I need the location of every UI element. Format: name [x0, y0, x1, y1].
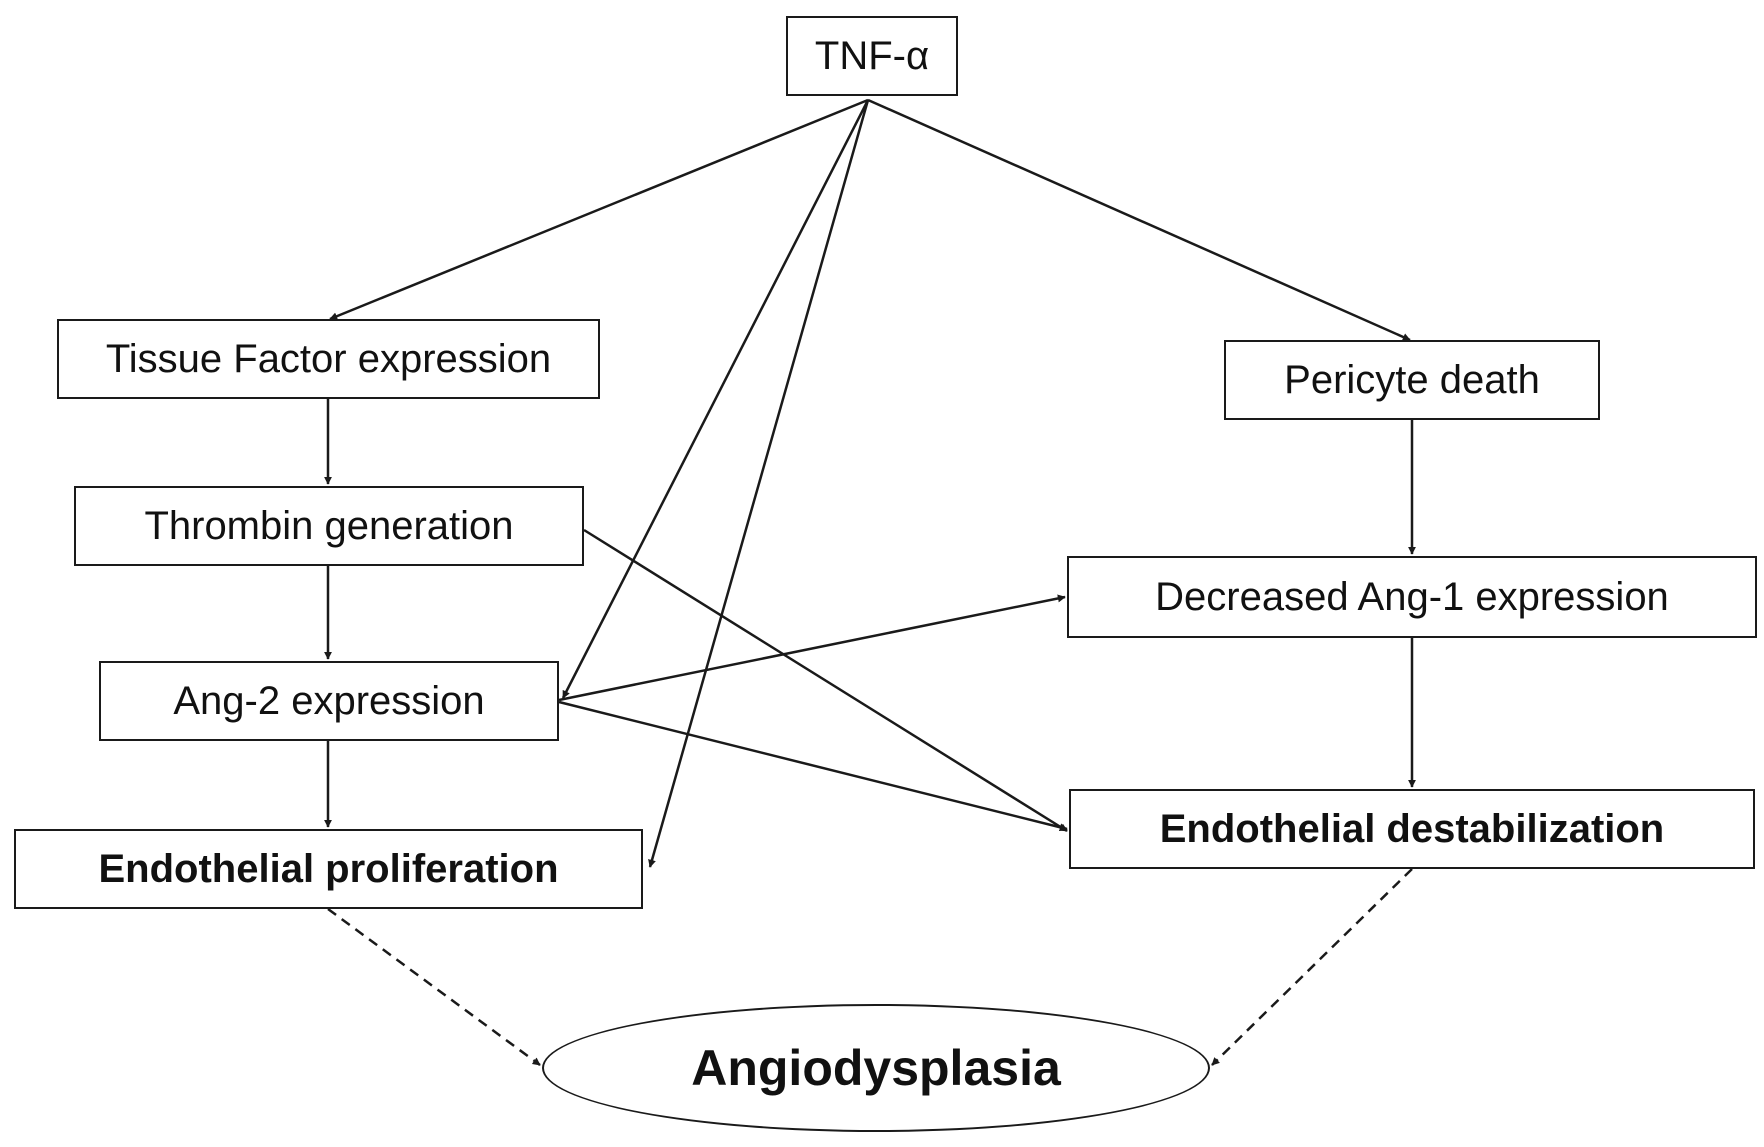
- node-tnf-alpha-label: TNF-α: [814, 33, 930, 78]
- node-pericyte-death: Pericyte death: [1224, 340, 1600, 420]
- node-tnf-alpha: TNF-α: [786, 16, 958, 96]
- node-endothelial-destabilization: Endothelial destabilization: [1069, 789, 1755, 869]
- node-endothelial-destabilization-label: Endothelial destabilization: [1159, 806, 1665, 851]
- edge-thrombin-to-endo-destab: [583, 528, 1068, 833]
- edge-endo-prolif-to-angiodysplasia: [327, 907, 541, 1067]
- node-angiodysplasia: Angiodysplasia: [542, 1004, 1210, 1132]
- node-decreased-ang1-expression: Decreased Ang-1 expression: [1067, 556, 1757, 638]
- node-ang2-expression-label: Ang-2 expression: [173, 678, 485, 723]
- edge-ang2-to-endo-destab: [558, 700, 1068, 832]
- node-endothelial-proliferation-label: Endothelial proliferation: [98, 846, 559, 891]
- node-tissue-factor-expression-label: Tissue Factor expression: [105, 336, 552, 381]
- node-ang2-expression: Ang-2 expression: [99, 661, 559, 741]
- node-pericyte-death-label: Pericyte death: [1284, 357, 1540, 402]
- edge-ang2-to-ang1: [558, 594, 1066, 702]
- node-tissue-factor-expression: Tissue Factor expression: [57, 319, 600, 399]
- node-thrombin-generation: Thrombin generation: [74, 486, 584, 566]
- edge-tnf-to-ang2: [561, 99, 870, 699]
- edge-endo-destab-to-angiodysplasia: [1211, 868, 1413, 1066]
- node-thrombin-generation-label: Thrombin generation: [144, 503, 514, 548]
- node-angiodysplasia-label: Angiodysplasia: [691, 1040, 1061, 1096]
- edge-tnf-to-endo-prolif: [648, 99, 870, 868]
- edge-tnf-to-tissue-factor: [329, 98, 869, 321]
- edge-tnf-to-pericyte: [867, 98, 1411, 342]
- node-endothelial-proliferation: Endothelial proliferation: [14, 829, 643, 909]
- node-decreased-ang1-expression-label: Decreased Ang-1 expression: [1155, 574, 1669, 619]
